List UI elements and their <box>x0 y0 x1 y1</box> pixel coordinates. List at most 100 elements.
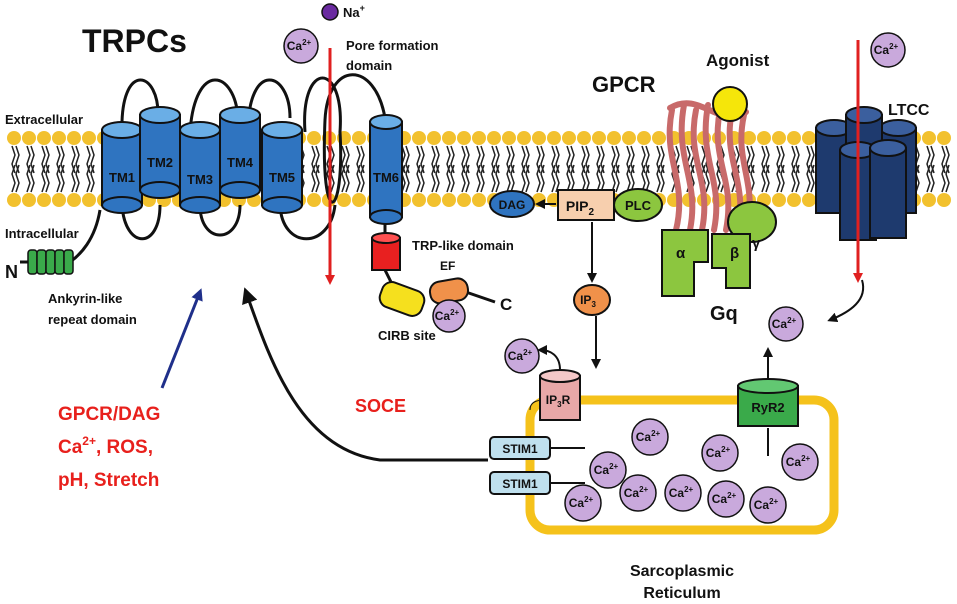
agonist-label: Agonist <box>706 51 770 70</box>
sr-label-line1: Sarcoplasmic <box>630 563 734 580</box>
ip3r-release-arrow <box>537 345 561 371</box>
ip3r-label: IP <box>546 393 557 407</box>
c-terminus-label: C <box>500 295 512 314</box>
tm-segment-5: TM5 <box>261 121 303 214</box>
plc-node: PLC <box>613 188 663 222</box>
ca-ion-ryr2-released: Ca2+ <box>768 306 804 342</box>
tm-segment-2: TM2 <box>139 106 181 199</box>
svg-text:Ca2+: Ca2+ <box>594 462 619 477</box>
na-label: Na <box>343 5 360 20</box>
svg-text:Ca2+, ROS,: Ca2+, ROS, <box>58 434 153 458</box>
ankyrin-label-line1: Ankyrin-like <box>48 291 122 306</box>
trp-like-domain <box>371 232 401 271</box>
svg-text:Ca2+: Ca2+ <box>754 497 779 512</box>
svg-text:Na+: Na+ <box>343 3 365 20</box>
dag-label: DAG <box>499 198 526 212</box>
ca-ion-sr-store: Ca2+ <box>701 434 739 472</box>
stimuli-ca-superscript: 2+ <box>82 434 96 448</box>
stimuli-line1: GPCR/DAG <box>58 404 160 425</box>
ip3r-channel: IP3R <box>539 369 581 421</box>
svg-text:Ca2+: Ca2+ <box>874 42 899 57</box>
stim1-label: STIM1 <box>502 442 538 456</box>
stim1-lower: STIM1 <box>489 471 551 495</box>
soce-label: SOCE <box>355 396 406 416</box>
svg-text:Ca2+: Ca2+ <box>706 445 731 460</box>
trp-like-label: TRP-like domain <box>412 238 514 253</box>
ankyrin-repeat <box>63 249 74 275</box>
tm-label: TM1 <box>109 170 135 185</box>
tm-segment-1: TM1 <box>101 121 143 214</box>
cirb-site <box>378 281 426 317</box>
ip3r-suffix: R <box>562 393 571 407</box>
sr-label-line2: Reticulum <box>643 585 720 602</box>
ankyrin-repeat <box>54 249 65 275</box>
stim1-label: STIM1 <box>502 477 538 491</box>
ip3-subscript: 3 <box>591 300 596 309</box>
ip3r-subscript: 3 <box>557 400 562 409</box>
ca-ion-sr-store: Ca2+ <box>664 474 702 512</box>
svg-text:Ca2+: Ca2+ <box>624 485 649 500</box>
tm-label: TM6 <box>373 170 399 185</box>
tm-label: TM2 <box>147 155 173 170</box>
ankyrin-repeat-domain <box>27 249 74 275</box>
tm-segment-6: TM6 <box>369 114 403 225</box>
ca-ion-sr-store: Ca2+ <box>781 443 819 481</box>
agonist-ligand <box>712 86 748 122</box>
stimuli-ros-label: , ROS, <box>96 437 153 458</box>
ryr2-channel: RyR2 <box>737 378 799 427</box>
stimuli-line3: pH, Stretch <box>58 470 159 491</box>
pip2-subscript: 2 <box>589 207 595 218</box>
ankyrin-label-line2: repeat domain <box>48 312 137 327</box>
na-superscript: + <box>360 3 365 13</box>
page-title: TRPCs <box>82 23 187 59</box>
ip3-node: IP3 <box>573 284 611 316</box>
sodium-ion: Na+ <box>321 3 365 21</box>
ef-label: EF <box>440 259 455 273</box>
svg-text:Ca2+: Ca2+ <box>636 429 661 444</box>
intracellular-label: Intracellular <box>5 226 79 241</box>
ltcc-to-ryr2-arrow <box>827 279 865 323</box>
ankyrin-repeat <box>27 249 38 275</box>
ca-ion-cirb-bound: Ca2+ <box>432 299 466 333</box>
svg-text:PIP2: PIP2 <box>566 198 595 218</box>
pore-domain-label-line1: Pore formation <box>346 38 439 53</box>
dag-node: DAG <box>489 190 535 218</box>
stim1-upper: STIM1 <box>489 436 551 460</box>
ip3-label: IP <box>580 293 591 307</box>
ca-ion-ltcc-entry: Ca2+ <box>870 32 906 68</box>
svg-text:Ca2+: Ca2+ <box>669 485 694 500</box>
svg-text:Ca2+: Ca2+ <box>435 308 460 323</box>
svg-text:Ca2+: Ca2+ <box>712 491 737 506</box>
gq-label: Gq <box>710 303 738 325</box>
ryr2-label: RyR2 <box>751 400 784 415</box>
ca-ion-sr-store: Ca2+ <box>749 486 787 524</box>
ca-ion-pore-entry: Ca2+ <box>283 28 319 64</box>
gq-gamma-label: γ <box>752 235 761 252</box>
svg-text:IP3R: IP3R <box>546 393 571 409</box>
stim1-connector <box>550 447 585 484</box>
tm-label: TM4 <box>227 155 254 170</box>
ca-ion-sr-store: Ca2+ <box>631 418 669 456</box>
stimuli-ca-label: Ca <box>58 437 83 458</box>
calcium-ions: Ca2+ Ca2+ Ca2+ Ca2+ Ca2+ Ca2+ Ca2+ Ca2+ Ca2+ Ca2+… <box>283 28 906 524</box>
gq-beta-label: β <box>730 245 739 262</box>
pip2-node: PIP2 <box>557 189 615 221</box>
gq-protein: α β γ <box>661 201 777 297</box>
ca-ion-sr-store: Ca2+ <box>619 474 657 512</box>
ankyrin-repeat <box>36 249 47 275</box>
soce-arrow <box>242 287 488 462</box>
svg-text:Ca2+: Ca2+ <box>287 38 312 53</box>
svg-text:Ca2+: Ca2+ <box>569 495 594 510</box>
gpcr-label: GPCR <box>592 72 656 97</box>
ca-ion-sr-store: Ca2+ <box>564 484 602 522</box>
cirb-label: CIRB site <box>378 328 436 343</box>
ca-ion-sr-store: Ca2+ <box>589 451 627 489</box>
ltcc-channel <box>815 106 917 241</box>
gq-alpha-label: α <box>676 245 686 262</box>
plc-label: PLC <box>625 198 652 213</box>
svg-text:Ca2+: Ca2+ <box>786 454 811 469</box>
svg-text:Ca2+: Ca2+ <box>772 316 797 331</box>
sarcoplasmic-reticulum <box>525 395 839 535</box>
ca-ion-sr-store: Ca2+ <box>707 480 745 518</box>
